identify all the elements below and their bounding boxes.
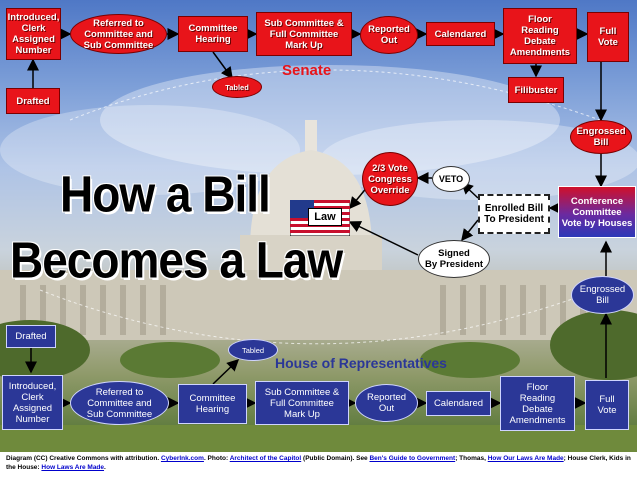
architect-of-capitol-link[interactable]: Architect of the Capitol [229,455,302,462]
cyberlnk-link[interactable]: Cyberlnk.com [160,455,204,462]
how-our-laws-link[interactable]: How Our Laws Are Made [487,455,564,462]
footer-text-6: . [104,464,106,471]
footer-text-5: ; House Clerk, Kids in the House: [6,455,631,471]
house-referred-node: Referred to Committee and Sub Committee [70,381,169,425]
senate-drafted-node: Drafted [6,88,60,114]
house-label: House of Representatives [275,355,447,371]
house-introduced-node: Introduced, Clerk Assigned Number [2,375,63,430]
senate-label: Senate [282,62,332,79]
conference-committee-node: Conference Committee Vote by Houses [558,186,636,238]
attribution-footer: Diagram (CC) Creative Commons with attri… [6,454,634,472]
house-engrossed-bill-node: Engrossed Bill [571,276,634,314]
senate-subcommittee-node: Sub Committee & Full Committee Mark Up [256,12,352,56]
signed-by-president-node: Signed By President [418,240,490,278]
senate-introduced-node: Introduced, Clerk Assigned Number [6,8,61,60]
house-floor-node: Floor Reading Debate Amendments [500,376,575,431]
house-reported-out-node: Reported Out [355,384,418,422]
house-subcommittee-node: Sub Committee & Full Committee Mark Up [255,381,349,425]
house-committee-hearing-node: Committee Hearing [178,384,247,424]
senate-reported-out-node: Reported Out [360,16,418,54]
senate-engrossed-bill-node: Engrossed Bill [570,120,632,154]
footer-text-4: ; Thomas, [455,455,488,462]
title-line-1: How a Bill [60,165,271,223]
veto-node: VETO [432,166,470,192]
house-full-vote-node: Full Vote [585,380,629,430]
senate-full-vote-node: Full Vote [587,12,629,62]
house-tabled-node: Tabled [228,339,278,361]
congress-override-node: 2/3 Vote Congress Override [362,152,418,206]
footer-text-1: Diagram (CC) Creative Commons with attri… [6,455,161,462]
footer-text-3: (Public Domain). See [301,455,370,462]
title-line-2: Becomes a Law [10,231,343,289]
senate-calendared-node: Calendared [426,22,495,46]
senate-referred-node: Referred to Committee and Sub Committee [70,14,167,54]
house-drafted-node: Drafted [6,325,56,348]
footer-text-2: . Photo: [203,455,230,462]
house-calendared-node: Calendared [426,391,491,416]
enrolled-bill-node: Enrolled Bill To President [478,194,550,234]
senate-committee-hearing-node: Committee Hearing [178,16,248,52]
senate-filibuster-node: Filibuster [508,77,564,103]
senate-tabled-node: Tabled [212,76,262,98]
senate-floor-node: Floor Reading Debate Amendments [503,8,577,64]
how-laws-are-made-link[interactable]: How Laws Are Made [41,464,105,471]
law-node: Law [308,208,342,226]
bens-guide-link[interactable]: Ben's Guide to Government [369,455,456,462]
